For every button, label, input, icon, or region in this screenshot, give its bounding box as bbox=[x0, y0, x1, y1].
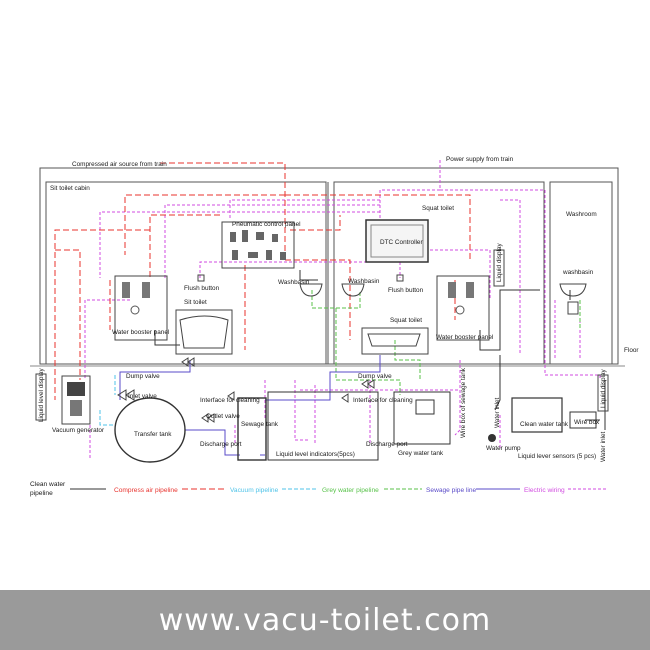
flush-button-icon bbox=[396, 274, 404, 282]
label-washbasin-3: washbasin bbox=[562, 269, 594, 276]
label-outlet-valve: Outlet valve bbox=[206, 413, 240, 420]
label-sit-toilet-cabin: Sit toilet cabin bbox=[50, 185, 90, 192]
label-wire-box: Wire box bbox=[574, 419, 600, 426]
valve-icons bbox=[117, 357, 375, 423]
label-discharge-port-2: Discharge port bbox=[366, 441, 408, 448]
label-wire-box-sewage: Wire box of sewage tank bbox=[460, 367, 467, 438]
sewage-tank bbox=[237, 397, 267, 461]
system-diagram: Compressed air source from train Power s… bbox=[30, 156, 639, 497]
label-water-booster-panel-1: Water booster panel bbox=[112, 329, 169, 336]
label-interface-cleaning-1: Interface for cleaning bbox=[200, 397, 260, 404]
water-pump-icon bbox=[488, 434, 496, 442]
liquid-level-display-box bbox=[35, 373, 47, 421]
sewage-pipeline bbox=[119, 355, 381, 456]
website-footer: www.vacu-toilet.com bbox=[0, 590, 650, 650]
water-booster-panel-right bbox=[436, 275, 490, 341]
grey-water-pipeline bbox=[311, 290, 581, 395]
label-flush-button-2: Flush button bbox=[388, 287, 424, 294]
label-water-booster-panel-2: Water booster panel bbox=[436, 334, 493, 341]
water-booster-panel-left bbox=[114, 275, 168, 341]
label-sewage-tank: Sewage tank bbox=[241, 421, 279, 428]
cabin-outlines bbox=[30, 167, 625, 367]
electric-wiring bbox=[84, 160, 601, 460]
label-dtc-controller: DTC Controller bbox=[380, 239, 423, 246]
label-liquid-level-indicators: Liquid level indicators(5pcs) bbox=[276, 451, 355, 458]
legend-sewage-label: Sewage pipe line bbox=[426, 487, 477, 494]
website-url[interactable]: www.vacu-toilet.com bbox=[158, 602, 492, 638]
label-dump-valve-1: Dump valve bbox=[126, 373, 160, 380]
label-washbasin-1: Washbasin bbox=[278, 279, 310, 286]
label-flush-button-1: Flush button bbox=[184, 285, 220, 292]
washbasin-icon bbox=[559, 283, 587, 297]
flush-button-icon bbox=[197, 274, 205, 282]
dtc-controller bbox=[365, 219, 429, 263]
sit-toilet bbox=[175, 309, 233, 355]
liquid-display-box bbox=[493, 249, 505, 287]
label-floor: Floor bbox=[624, 347, 639, 354]
label-interface-cleaning-2: Interface for cleaning bbox=[353, 397, 413, 404]
pneumatic-control-panel bbox=[221, 221, 295, 269]
label-squat-toilet-2: Squat toilet bbox=[390, 317, 422, 324]
washbasin-icon bbox=[341, 283, 365, 297]
legend-grey-water-label: Grey water pipeline bbox=[322, 487, 379, 494]
label-grey-water-tank: Grey water tank bbox=[398, 450, 444, 457]
washbasin-icon bbox=[299, 283, 323, 297]
label-liquid-level-display: Liquid level display bbox=[38, 368, 45, 422]
faucet-icon bbox=[567, 301, 579, 315]
label-dump-valve-2: Dump valve bbox=[358, 373, 392, 380]
label-clean-water-tank: Clean water tank bbox=[520, 421, 569, 428]
transfer-tank bbox=[114, 397, 186, 463]
clean-water-tank bbox=[511, 397, 563, 433]
liquid-display-box bbox=[597, 374, 609, 412]
legend-electric-label: Electric wiring bbox=[524, 487, 565, 494]
label-discharge-port-1: Discharge port bbox=[200, 441, 242, 448]
vacuum-generator bbox=[61, 375, 91, 425]
label-compressed-air-source: Compressed air source from train bbox=[72, 161, 167, 168]
label-liquid-display-1: Liquid display bbox=[496, 242, 503, 282]
label-transfer-tank: Transfer tank bbox=[134, 431, 172, 438]
compress-air-pipeline bbox=[54, 162, 471, 400]
wire-box-icon bbox=[569, 411, 597, 429]
label-water-inlet-2: Water inlet bbox=[600, 431, 607, 462]
label-squat-toilet: Squat toilet bbox=[422, 205, 454, 212]
label-washbasin-2: Washbasin bbox=[348, 278, 380, 285]
clean-water-pipeline bbox=[154, 270, 606, 430]
squat-toilet-unit bbox=[361, 327, 429, 355]
liquid-level-indicator-frame bbox=[267, 391, 379, 461]
label-water-pump: Water pump bbox=[486, 445, 521, 452]
label-vacuum-generator: Vacuum generator bbox=[52, 427, 105, 434]
grey-water-tank bbox=[393, 391, 451, 445]
label-inlet-valve: Inlet valve bbox=[128, 393, 157, 400]
label-liquid-level-sensors: Liquid lever sensors (5 pcs) bbox=[518, 453, 596, 460]
vacuum-pipeline bbox=[99, 375, 116, 426]
legend-vacuum-label: Vacuum pipeline bbox=[230, 487, 279, 494]
label-pneumatic-control-panel: Pneumatic control panel bbox=[232, 221, 301, 228]
label-power-supply: Power supply from train bbox=[446, 156, 514, 163]
legend-compress-air-label: Compress air pipeline bbox=[114, 487, 178, 494]
label-water-inlet-1: Water inlet bbox=[494, 397, 501, 428]
label-liquid-display-2: Liquid display bbox=[600, 368, 607, 408]
label-sit-toilet: Sit toilet bbox=[184, 299, 207, 306]
label-washroom: Washroom bbox=[566, 211, 597, 218]
